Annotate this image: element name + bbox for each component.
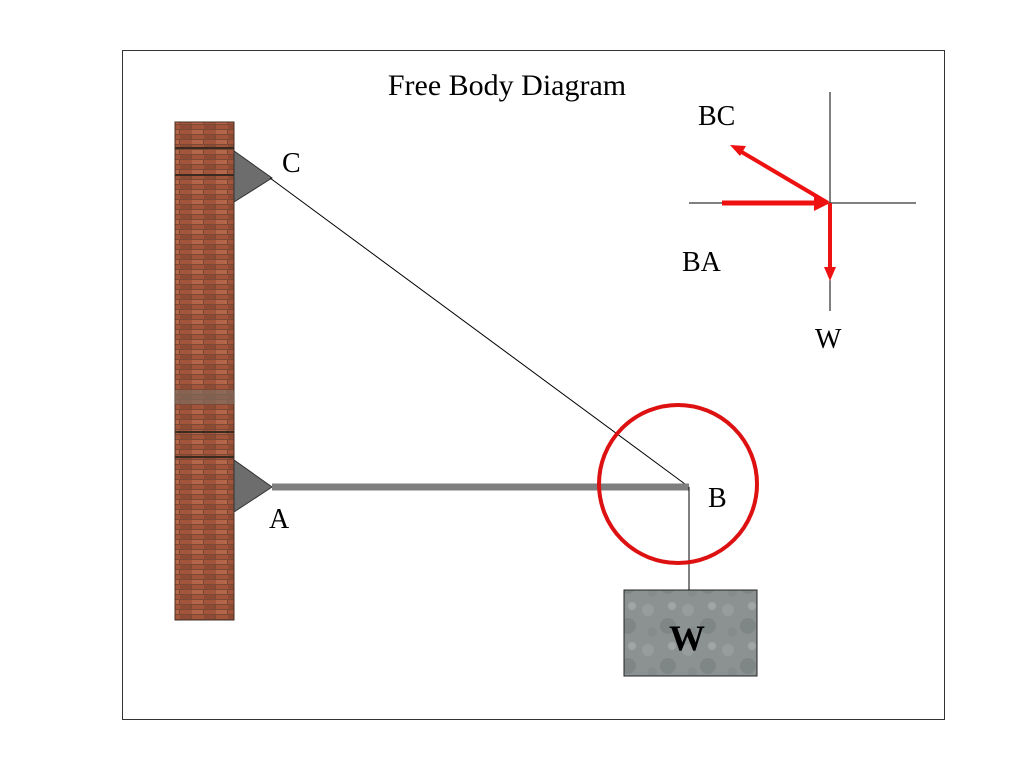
brick-wall [174, 121, 235, 621]
force-ba-arrow [722, 195, 830, 211]
joint-b-highlight [597, 403, 759, 565]
cable-cb [269, 177, 690, 488]
point-b-label: B [708, 483, 727, 514]
force-w-arrow [824, 203, 836, 281]
force-bc-label: BC [698, 101, 735, 132]
slide-frame [122, 50, 945, 720]
support-a [233, 459, 273, 513]
force-ba-label: BA [682, 247, 722, 278]
point-c-label: C [282, 148, 301, 179]
force-bc-arrow [730, 145, 830, 205]
support-c [233, 150, 273, 203]
weight-block [623, 589, 758, 677]
diagram-title: Free Body Diagram [388, 69, 626, 102]
force-w-label: W [815, 324, 842, 355]
weight-block-label: W [669, 618, 705, 658]
point-a-label: A [269, 504, 290, 535]
